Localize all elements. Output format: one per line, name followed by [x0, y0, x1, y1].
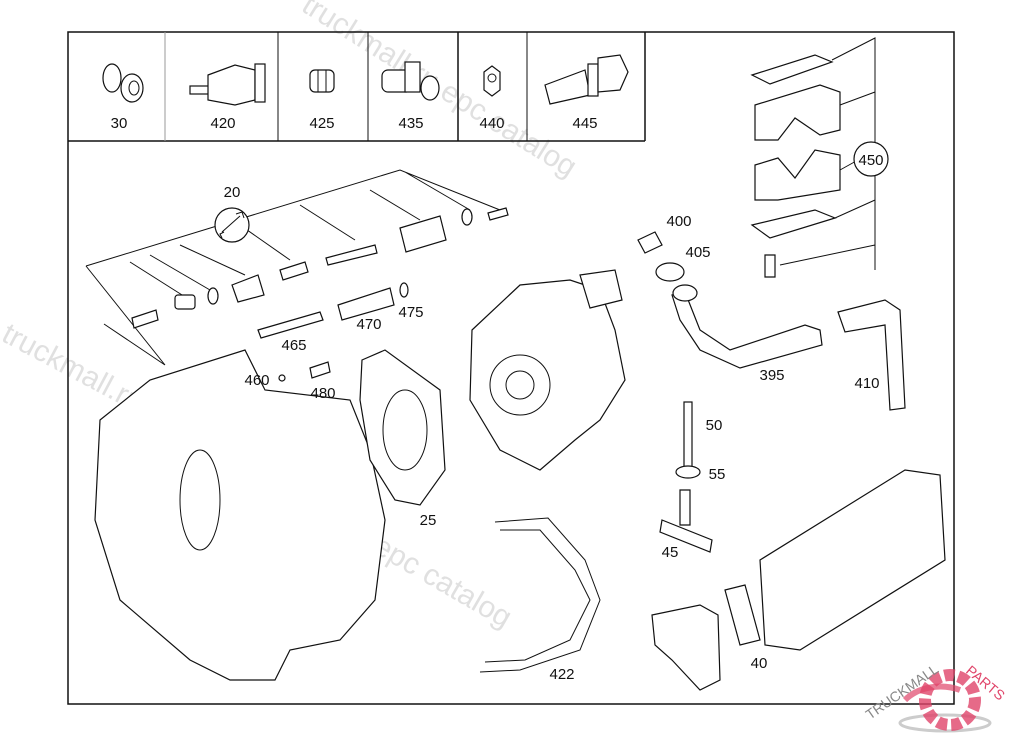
callout: 475 [398, 304, 423, 321]
bracket-assembly [750, 37, 889, 278]
callout: 50 [706, 417, 723, 434]
part-label: 420 [210, 115, 235, 132]
callout: 450 [858, 152, 883, 169]
pump-assembly [469, 269, 626, 471]
cooler-40 [759, 469, 946, 651]
callout: 410 [854, 375, 879, 392]
callout: 20 [224, 184, 241, 201]
header-part-labels: 30 420 425 435 440 445 [111, 115, 598, 132]
callout-labels: 20 450 400 405 465 470 475 460 480 395 4… [224, 152, 884, 683]
header-parts-table [68, 32, 646, 142]
callout: 480 [310, 385, 335, 402]
nut-icon [483, 65, 501, 97]
callout: 40 [751, 655, 768, 672]
callout: 422 [549, 666, 574, 683]
diagram-frame [67, 31, 955, 705]
sensor-icon [189, 63, 266, 106]
cover-flange [651, 604, 721, 691]
callout: 465 [281, 337, 306, 354]
valve-parts [85, 169, 509, 382]
part-label: 440 [479, 115, 504, 132]
elbow-fitting-icon [381, 61, 440, 101]
o-ring-405 [655, 262, 685, 282]
gasket-40 [724, 584, 761, 646]
fitting-icon [102, 63, 144, 103]
callout: 45 [662, 544, 679, 561]
gasket [359, 349, 446, 506]
callout: 55 [709, 466, 726, 483]
callout: 470 [356, 316, 381, 333]
transmission-housing [94, 349, 386, 681]
callout: 460 [244, 372, 269, 389]
part-label: 425 [309, 115, 334, 132]
adapter-icon [309, 69, 335, 93]
part-label: 435 [398, 115, 423, 132]
watermark-text: truckmall.ru epc catalog [296, 0, 582, 184]
svg-text:PARTS: PARTS [963, 662, 1008, 703]
clamp-55 [675, 465, 701, 479]
callout: 405 [685, 244, 710, 261]
pipe-422 [479, 517, 601, 673]
part-label: 445 [572, 115, 597, 132]
clip-400 [637, 231, 663, 254]
truckmallparts-logo: TRUCKMALL PARTS [863, 661, 1008, 733]
callout: 395 [759, 367, 784, 384]
pipe-395 [671, 291, 823, 369]
tube-50 [683, 401, 693, 468]
hose-connector-icon [544, 54, 629, 105]
t-piece-45 [659, 489, 713, 553]
callout: 400 [666, 213, 691, 230]
callout: 25 [420, 512, 437, 529]
hose-410 [837, 299, 906, 411]
part-label: 30 [111, 115, 128, 132]
